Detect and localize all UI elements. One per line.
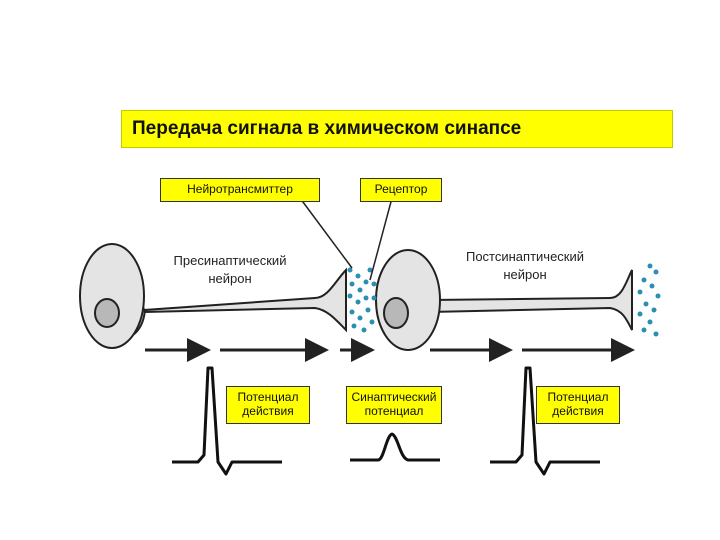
synaptic-potential-line2: потенциал — [364, 404, 424, 418]
synaptic-potential-waveform — [350, 432, 440, 462]
postsynaptic-label-line2: нейрон — [503, 266, 547, 282]
postsynaptic-label-line1: Постсинаптический — [465, 249, 585, 264]
presynaptic-label-line1: Пресинаптический — [173, 253, 287, 268]
neurotransmitter-dots — [347, 267, 377, 333]
action-potential-label-1: Потенциал действия — [226, 386, 310, 424]
action-potential-1-line2: действия — [242, 404, 294, 418]
postsynaptic-neuron-label: Постсинаптический нейрон — [440, 248, 610, 283]
neurotransmitter-label: Нейротрансмиттер — [160, 178, 320, 202]
postsynaptic-cell-body — [375, 249, 441, 351]
postsynaptic-neuron — [375, 249, 633, 351]
presynaptic-label-line2: нейрон — [208, 270, 252, 286]
presynaptic-neuron — [79, 243, 347, 349]
receptor-text: Рецептор — [374, 182, 428, 197]
action-potential-waveform-2 — [490, 366, 600, 476]
action-potential-waveform-1 — [172, 366, 282, 476]
diagram-title: Передача сигнала в химическом синапсе — [121, 110, 673, 148]
action-potential-2-line1: Потенциал — [547, 390, 609, 405]
action-potential-label-2: Потенциал действия — [536, 386, 620, 424]
postsynaptic-nucleus — [383, 297, 409, 329]
synaptic-potential-line1: Синаптический — [351, 390, 437, 405]
action-potential-2-line2: действия — [552, 404, 604, 418]
neurotransmitter-text: Нейротрансмиттер — [187, 182, 293, 197]
receptor-pointer — [369, 197, 393, 281]
terminal-dots — [637, 263, 661, 337]
action-potential-1-line1: Потенциал — [237, 390, 299, 405]
neurotransmitter-pointer — [299, 197, 353, 269]
presynaptic-neuron-label: Пресинаптический нейрон — [150, 252, 310, 287]
synaptic-potential-label: Синаптический потенциал — [346, 386, 442, 424]
receptor-label: Рецептор — [360, 178, 442, 202]
presynaptic-nucleus — [94, 298, 120, 328]
presynaptic-cell-body — [79, 243, 145, 349]
